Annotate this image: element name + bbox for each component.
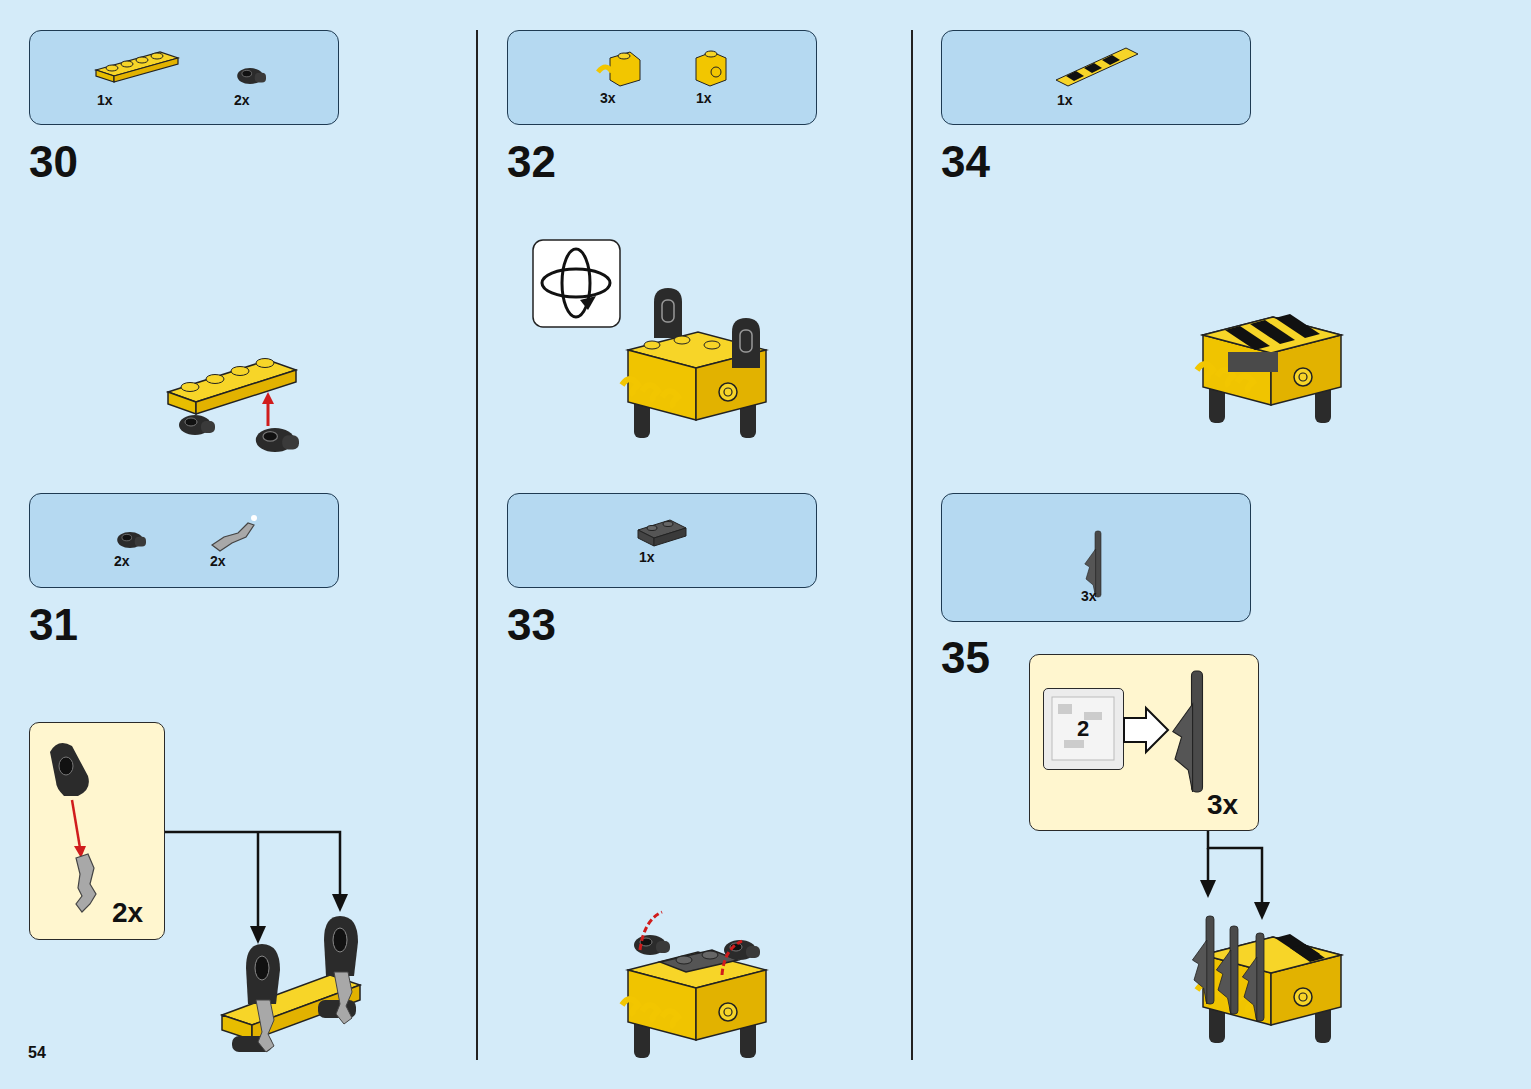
part-count: 2x <box>210 554 226 568</box>
part-count: 2x <box>114 554 130 568</box>
page-number: 54 <box>28 1045 46 1061</box>
step-number: 33 <box>507 603 556 647</box>
part-count: 2 <box>1077 718 1089 740</box>
part-count: 3x <box>1081 589 1097 603</box>
parts-box: 1x <box>941 30 1251 125</box>
part-count: 1x <box>97 93 113 107</box>
step-number: 30 <box>29 140 78 184</box>
step-number: 31 <box>29 603 78 647</box>
page-reference-box: 2 <box>1043 688 1124 770</box>
step-number: 35 <box>941 636 990 680</box>
part-count: 3x <box>600 91 616 105</box>
parts-box: 1x <box>507 493 817 588</box>
parts-box: 1x 2x <box>29 30 339 125</box>
part-count: 2x <box>112 899 143 927</box>
part-count: 1x <box>1057 93 1073 107</box>
parts-box: 3x 1x <box>507 30 817 125</box>
step-number: 32 <box>507 140 556 184</box>
parts-box: 2x 2x <box>29 493 339 588</box>
part-count: 3x <box>1207 791 1238 819</box>
subassembly-box: 3x 2 <box>1029 654 1259 831</box>
step-number: 34 <box>941 140 990 184</box>
subassembly-box: 2x <box>29 722 165 940</box>
part-count: 1x <box>639 550 655 564</box>
parts-box: 3x <box>941 493 1251 622</box>
part-count: 2x <box>234 93 250 107</box>
part-count: 1x <box>696 91 712 105</box>
